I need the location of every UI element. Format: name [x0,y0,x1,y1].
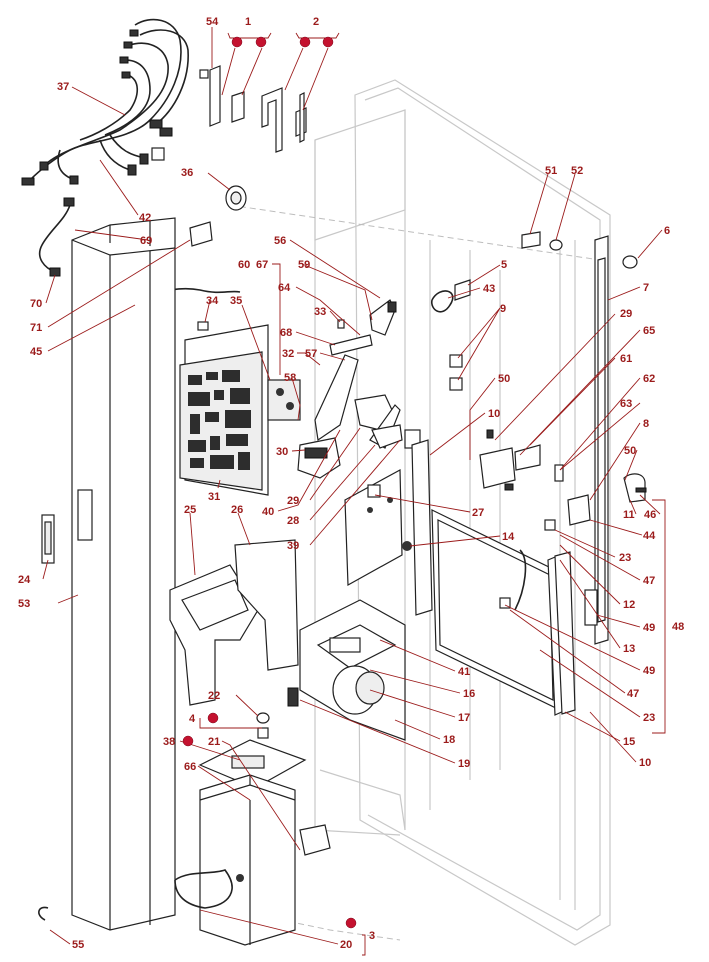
callout-68: 68 [280,327,292,339]
chute-assembly [287,599,406,741]
callout-26: 26 [231,504,243,516]
control-board [179,321,301,496]
callout-37: 37 [57,81,69,93]
callout-10-upper: 10 [488,408,500,420]
callout-30: 30 [276,446,288,458]
callout-24: 24 [18,574,31,586]
callout-38: 38 [163,736,175,748]
callout-56: 56 [274,235,286,247]
cash-box [174,712,331,946]
callout-markers [182,36,357,929]
callout-28: 28 [287,515,299,527]
mounting-plate [344,469,412,587]
callout-20: 20 [340,939,352,951]
callout-69: 69 [140,235,152,247]
callout-7: 7 [643,282,649,294]
callout-33: 33 [314,306,326,318]
callout-71: 71 [30,322,42,334]
callout-29-left: 29 [287,495,299,507]
callout-62: 62 [643,373,655,385]
callout-66: 66 [184,761,196,773]
grommet [225,185,247,211]
callout-29-right: 29 [620,308,632,320]
callout-22: 22 [208,690,220,702]
callout-51: 51 [545,165,557,177]
top-brackets [199,65,307,153]
callout-58: 58 [284,372,296,384]
callout-44: 44 [643,530,656,542]
callout-36: 36 [181,167,193,179]
lock-assembly [479,429,647,526]
callout-25: 25 [184,504,196,516]
callout-49-lower: 49 [643,665,655,677]
callout-10-lower: 10 [639,757,651,769]
callout-19: 19 [458,758,470,770]
side-panel [38,217,176,931]
callout-23-upper: 23 [619,552,631,564]
callout-65: 65 [643,325,655,337]
callout-50-upper: 50 [498,373,510,385]
callout-21: 21 [208,736,220,748]
callout-47-upper: 47 [643,575,655,587]
callout-16: 16 [463,688,475,700]
wiring-harness [21,18,189,186]
callout-45: 45 [30,346,42,358]
callout-5: 5 [501,259,507,271]
callout-3: 3 [369,930,375,942]
callout-31: 31 [208,491,220,503]
callout-42: 42 [139,212,151,224]
callout-14: 14 [502,531,515,543]
callout-13: 13 [623,643,635,655]
callout-54: 54 [206,16,219,28]
callout-67: 67 [256,259,268,271]
callout-labels: 54 1 2 37 36 42 69 70 71 45 56 60 67 59 … [18,16,684,951]
callout-49-upper: 49 [643,622,655,634]
callout-6: 6 [664,225,670,237]
callout-1: 1 [245,16,251,28]
callout-2: 2 [313,16,319,28]
callout-47-lower: 47 [627,688,639,700]
callout-53: 53 [18,598,30,610]
callout-60: 60 [238,259,250,271]
callout-43: 43 [483,283,495,295]
callout-4: 4 [189,713,196,725]
callout-27: 27 [472,507,484,519]
callout-59: 59 [298,259,310,271]
coin-mechanism-parts [297,299,421,479]
callout-70: 70 [30,298,42,310]
callout-9: 9 [500,303,506,315]
callout-40: 40 [262,506,274,518]
callout-61: 61 [620,353,632,365]
callout-32: 32 [282,348,294,360]
callout-12: 12 [623,599,635,611]
coin-chutes [169,539,299,706]
callout-39: 39 [287,540,299,552]
door-panel [431,509,598,716]
callout-41: 41 [458,666,470,678]
callout-35: 35 [230,295,242,307]
upper-right-components [431,231,638,391]
callout-18: 18 [443,734,455,746]
callout-15: 15 [623,736,635,748]
callout-8: 8 [643,418,649,430]
callout-55: 55 [72,939,84,951]
callout-17: 17 [458,712,470,724]
callout-64: 64 [278,282,291,294]
callout-23-lower: 23 [643,712,655,724]
vertical-rail [594,235,609,645]
leader-lines [42,27,666,956]
callout-48: 48 [672,621,684,633]
callout-57: 57 [305,348,317,360]
callout-46: 46 [644,509,656,521]
callout-34: 34 [206,295,219,307]
callout-50-lower: 50 [624,445,636,457]
callout-52: 52 [571,165,583,177]
left-vertical-bar [411,439,433,616]
callout-11: 11 [623,509,635,521]
callout-63: 63 [620,398,632,410]
